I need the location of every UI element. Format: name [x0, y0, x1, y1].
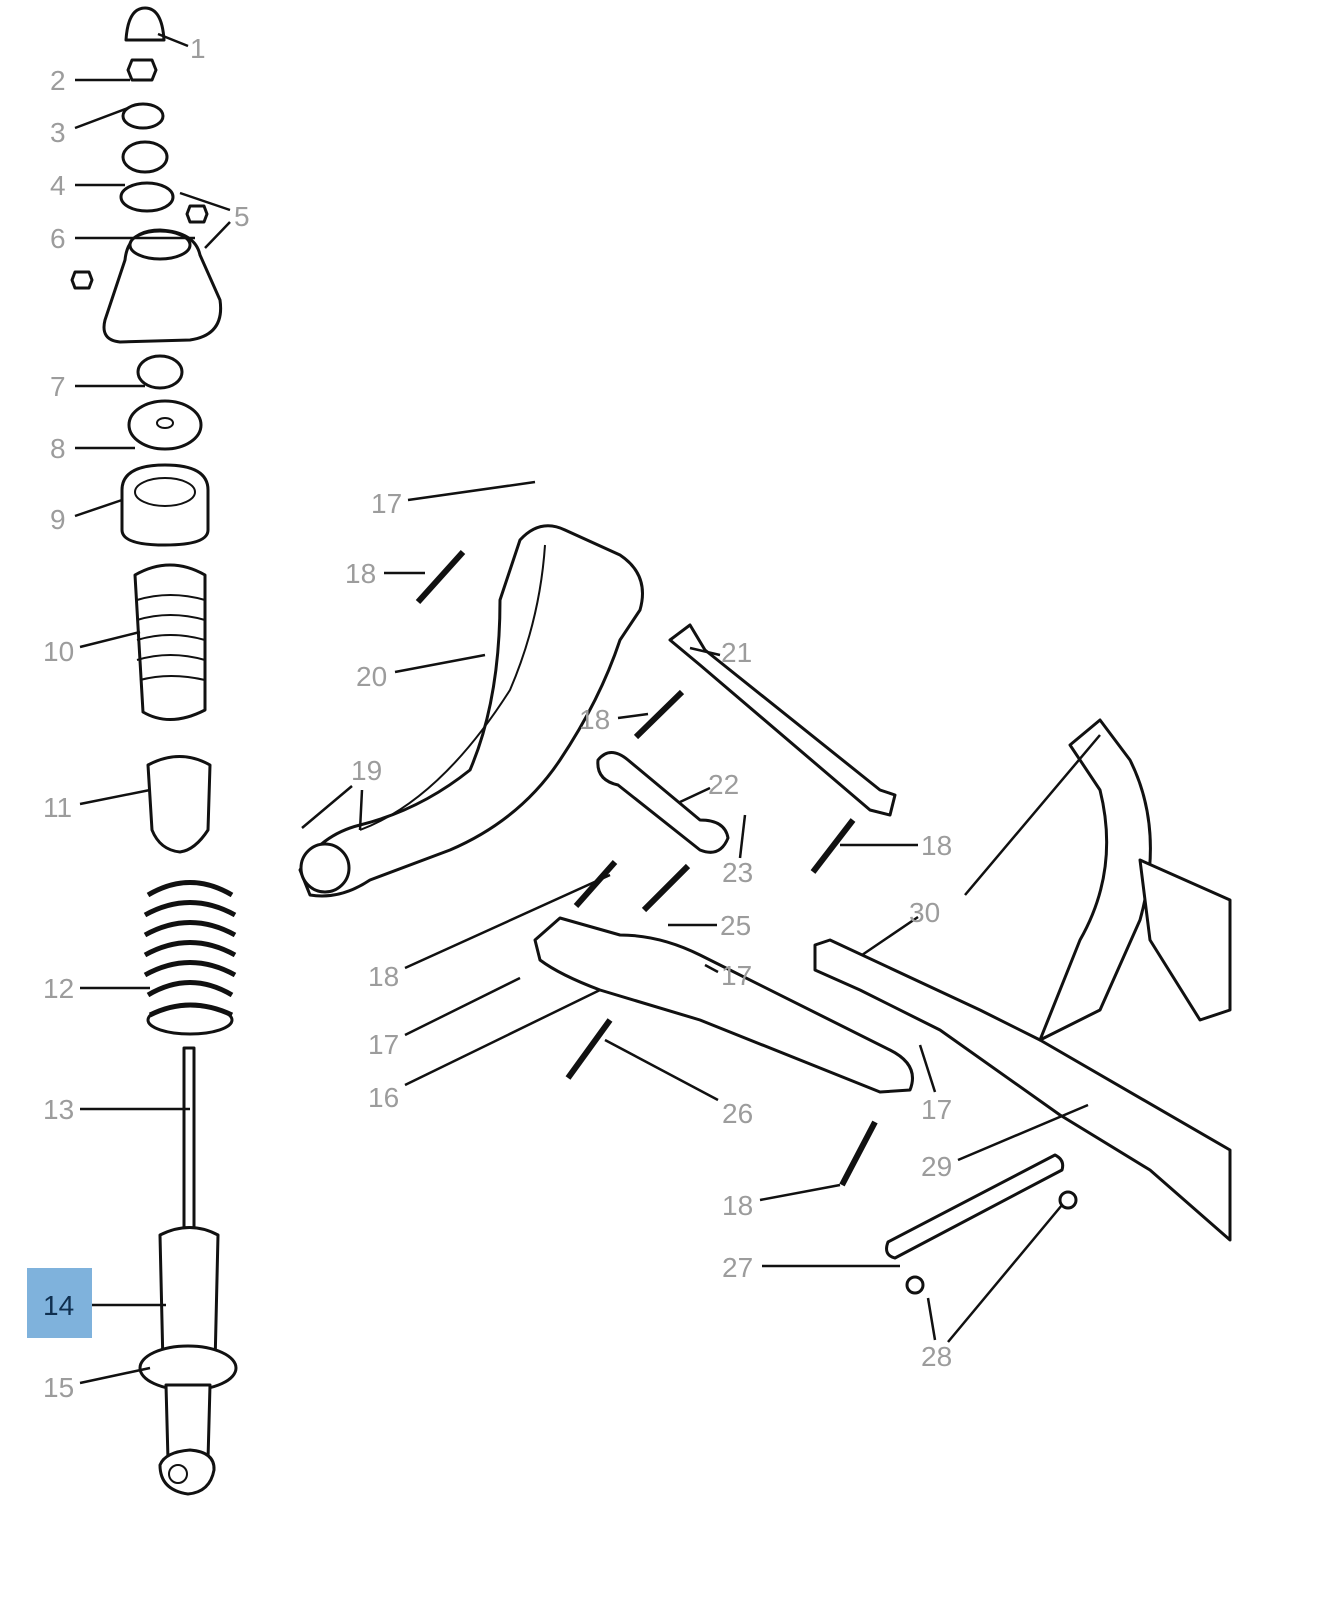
- callout-18[interactable]: 18: [345, 558, 376, 589]
- callout-2[interactable]: 2: [50, 65, 66, 96]
- part-13-rod: [182, 1046, 196, 1230]
- brake-line: [359, 544, 546, 831]
- callout-17[interactable]: 17: [721, 960, 752, 991]
- callout-17[interactable]: 17: [921, 1094, 952, 1125]
- crossmember-right: [1138, 858, 1232, 1022]
- callout-17[interactable]: 17: [368, 1029, 399, 1060]
- callout-7[interactable]: 7: [50, 371, 66, 402]
- part-12-coil-spring: [143, 880, 237, 1036]
- suspension-arms: [298, 524, 1232, 1295]
- callout-9[interactable]: 9: [50, 504, 66, 535]
- part-insulator: [121, 140, 169, 174]
- callout-1[interactable]: 1: [190, 33, 206, 64]
- seat-inner: [134, 477, 196, 507]
- callout-19[interactable]: 19: [351, 755, 382, 786]
- callout-18[interactable]: 18: [921, 830, 952, 861]
- part-7-bushing: [136, 354, 184, 390]
- part-30-crossmember-upper: [1038, 718, 1152, 1042]
- part-15-seat: [138, 1344, 238, 1392]
- part-20-trailing-arm: [298, 524, 644, 898]
- callout-23[interactable]: 23: [722, 857, 753, 888]
- mount-top: [128, 229, 192, 261]
- callout-30[interactable]: 30: [909, 897, 940, 928]
- part-1-jounce-cap: [124, 6, 166, 42]
- callout-12[interactable]: 12: [43, 973, 74, 1004]
- callout-8[interactable]: 8: [50, 433, 66, 464]
- callout-28[interactable]: 28: [921, 1341, 952, 1372]
- callout-25[interactable]: 25: [720, 910, 751, 941]
- callout-13[interactable]: 13: [43, 1094, 74, 1125]
- callout-29[interactable]: 29: [921, 1151, 952, 1182]
- part-16-lower-arm: [533, 916, 914, 1094]
- part-8-washer: [127, 399, 203, 451]
- callout-18[interactable]: 18: [579, 704, 610, 735]
- callout-18[interactable]: 18: [722, 1190, 753, 1221]
- part-14-shock-body: [158, 1226, 220, 1367]
- callout-15[interactable]: 15: [43, 1372, 74, 1403]
- part-10-dust-boot: [133, 563, 207, 722]
- part-29-crossmember: [813, 938, 1232, 1242]
- callout-5[interactable]: 5: [234, 201, 250, 232]
- strut-assembly-parts: [70, 6, 238, 1496]
- leader-lines: [74, 32, 1101, 1385]
- callout-3[interactable]: 3: [50, 117, 66, 148]
- part-5-nut: [185, 204, 209, 224]
- callout-17[interactable]: 17: [371, 488, 402, 519]
- callout-10[interactable]: 10: [43, 636, 74, 667]
- bolts: [415, 549, 878, 1187]
- callout-6[interactable]: 6: [50, 223, 66, 254]
- callout-4[interactable]: 4: [50, 170, 66, 201]
- callout-18[interactable]: 18: [368, 961, 399, 992]
- eye-hole: [168, 1464, 188, 1484]
- callout-22[interactable]: 22: [708, 769, 739, 800]
- callout-26[interactable]: 26: [722, 1098, 753, 1129]
- callout-16[interactable]: 16: [368, 1082, 399, 1113]
- part-11-jounce-bumper: [146, 755, 212, 854]
- part-nut-small: [70, 270, 94, 290]
- callout-27[interactable]: 27: [722, 1252, 753, 1283]
- callout-20[interactable]: 20: [356, 661, 387, 692]
- part-27-strap: [885, 1153, 1065, 1260]
- part-22-link: [596, 751, 730, 854]
- callout-labels: 1 2 3 4 5 6 7 8 9 10 11 12 13 14 15 17 1…: [43, 33, 952, 1403]
- washer-hole: [156, 417, 174, 429]
- part-3-washer: [121, 102, 165, 130]
- callout-11[interactable]: 11: [43, 792, 72, 823]
- selected-callout-highlight: [27, 1268, 92, 1338]
- boot-ribs: [136, 594, 206, 681]
- part-28-clip-b: [1058, 1190, 1078, 1210]
- part-4-seat: [119, 181, 175, 213]
- part-2-nut: [126, 58, 158, 82]
- arm-bushing: [299, 842, 351, 894]
- callout-14[interactable]: 14: [43, 1290, 74, 1321]
- part-28-clip: [905, 1275, 925, 1295]
- part-21-link: [668, 623, 897, 817]
- callout-21[interactable]: 21: [721, 637, 752, 668]
